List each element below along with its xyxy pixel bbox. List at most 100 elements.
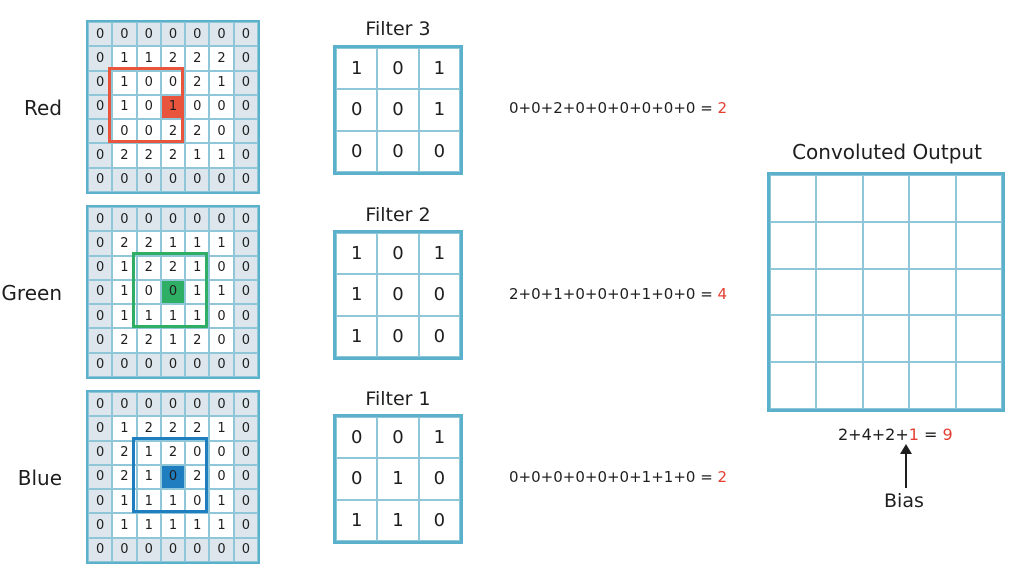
channel-cell: 0 [88,328,113,353]
channel-cell: 2 [136,231,161,256]
filter-cell: 0 [377,48,419,90]
channel-cell: 2 [185,328,210,353]
output-cell [955,268,1002,316]
channel-cell: 0 [209,328,234,353]
output-cell [816,268,863,316]
channel-cell: 1 [136,304,161,329]
channel-cell: 0 [185,440,210,465]
channel-cell: 0 [233,255,258,280]
output-cell [862,315,910,363]
channel-cell: 0 [233,94,258,120]
channel-cell: 0 [160,207,186,232]
channel-cell: 0 [88,255,113,280]
channel-cell: 0 [88,143,113,168]
channel-cell: 0 [88,489,113,514]
channel-cell: 1 [209,70,234,95]
filter-cell: 1 [418,89,460,131]
channel-cell: 0 [112,392,137,417]
filter-cell: 0 [377,274,419,316]
channel-cell: 2 [160,143,186,168]
channel-cell: 0 [233,489,258,514]
channel-cell: 0 [88,46,113,71]
channel-cell: 2 [160,46,186,71]
channel-cell: 2 [160,440,186,465]
channel-cell: 1 [136,46,161,71]
channel-cell: 0 [185,22,210,47]
filter-1-title: Filter 1 [365,388,431,410]
channel-cell: 0 [185,94,210,120]
channel-cell: 1 [185,231,210,256]
channel-cell: 0 [136,352,161,377]
channel-cell: 1 [209,416,234,441]
output-sum-equals: = [918,425,943,444]
channel-cell: 0 [112,207,137,232]
channel-cell: 0 [233,440,258,465]
channel-cell: 0 [209,119,234,144]
channel-cell: 1 [112,279,137,305]
channel-cell: 0 [112,119,137,144]
output-cell [909,362,956,409]
bias-arrow-icon [900,444,912,488]
output-cell [816,175,863,222]
channel-cell: 0 [88,440,113,465]
filter-3-equation: 0+0+2+0+0+0+0+0+0 = 2 [509,99,727,117]
channel-cell: 0 [88,167,113,192]
filter-cell: 1 [336,274,378,316]
channel-cell: 0 [233,46,258,71]
filter-cell: 0 [336,130,378,172]
channel-cell: 0 [136,22,161,47]
channel-cell: 0 [209,464,234,490]
output-cell [770,315,817,363]
channel-cell: 1 [112,489,137,514]
channel-cell: 0 [136,70,161,95]
channel-cell: 1 [209,143,234,168]
output-cell [909,175,956,222]
channel-cell: 2 [112,464,137,490]
channel-cell: 0 [233,464,258,490]
filter-cell: 1 [336,315,378,357]
output-cell [862,268,910,316]
channel-cell: 0 [160,22,186,47]
channel-cell: 2 [160,416,186,441]
channel-cell: 0 [88,22,113,47]
filter-cell: 1 [377,499,419,541]
channel-cell: 1 [209,279,234,305]
channel-cell: 0 [233,513,258,538]
output-cell [862,362,910,409]
filter-3-result: 2 [717,99,728,117]
channel-cell: 0 [209,255,234,280]
channel-cell: 2 [112,143,137,168]
channel-cell: 0 [209,207,234,232]
filter-1-equation-terms: 0+0+0+0+0+0+1+1+0 = [509,468,718,486]
filter-3-equation-terms: 0+0+2+0+0+0+0+0+0 = [509,99,718,117]
channel-cell: 1 [136,513,161,538]
filter-cell: 1 [418,48,460,90]
channel-cell: 0 [112,537,137,562]
channel-cell: 1 [185,279,210,305]
filter-cell: 0 [418,499,460,541]
channel-cell: 1 [160,489,186,514]
channel-cell: 1 [136,464,161,490]
output-sum-terms: 2+4+2+ [838,425,909,444]
channel-cell: 0 [233,416,258,441]
channel-cell: 0 [160,537,186,562]
filter-3-title: Filter 3 [365,18,431,40]
channel-cell: 0 [88,70,113,95]
channel-cell: 0 [233,119,258,144]
channel-cell: 1 [160,94,186,120]
channel-cell: 0 [136,392,161,417]
filter-cell: 0 [418,315,460,357]
filter-1-equation: 0+0+0+0+0+0+1+1+0 = 2 [509,468,727,486]
channel-cell: 2 [185,416,210,441]
filter-cell: 0 [377,417,419,459]
output-cell [770,175,817,222]
channel-cell: 0 [233,231,258,256]
channel-cell: 1 [160,231,186,256]
channel-cell: 2 [136,255,161,280]
channel-cell: 0 [88,464,113,490]
filter-cell: 1 [418,417,460,459]
channel-cell: 0 [233,70,258,95]
